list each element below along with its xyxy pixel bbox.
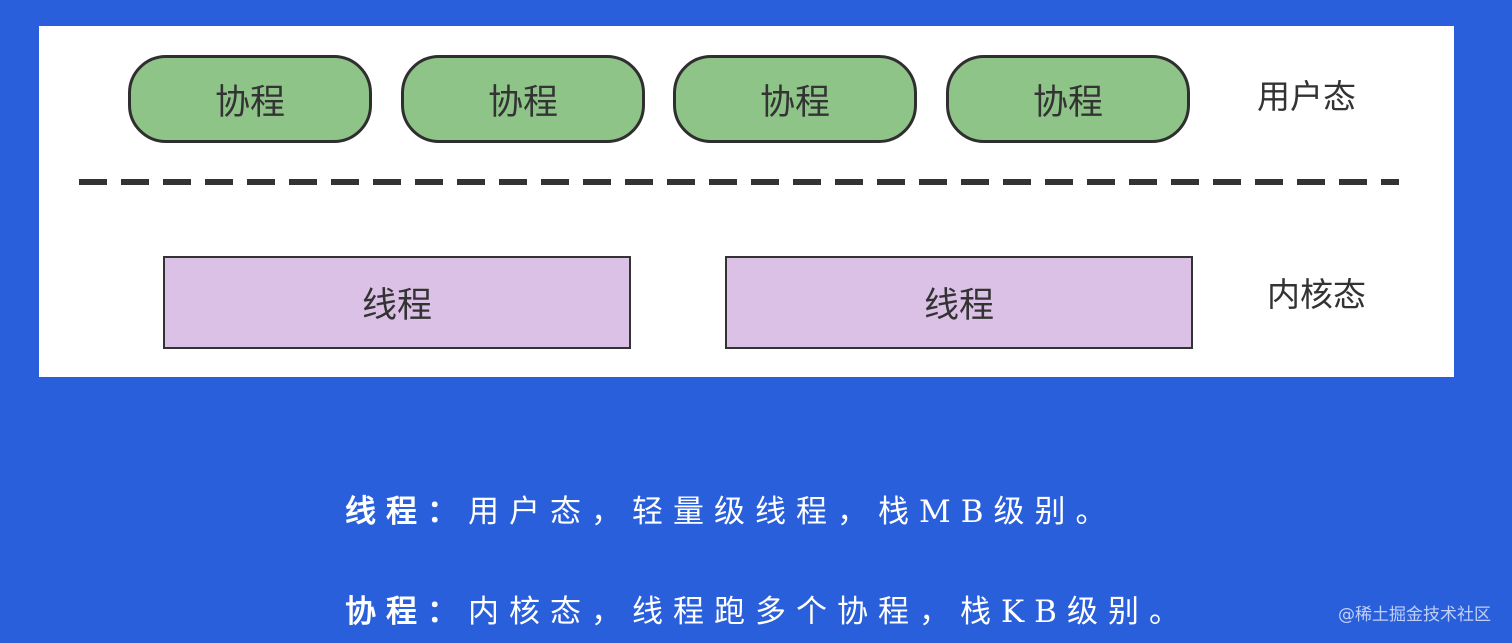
coroutine-label: 协程 xyxy=(1032,82,1103,123)
watermark: @稀土掘金技术社区 xyxy=(1338,605,1491,625)
coroutine-box: 协程 xyxy=(946,55,1190,143)
coroutine-box: 协程 xyxy=(401,55,645,143)
kernel-mode-label: 内核态 xyxy=(1267,275,1366,314)
coroutine-label: 协程 xyxy=(214,82,285,123)
thread-label: 线程 xyxy=(923,286,994,326)
caption-key: 线程： xyxy=(345,494,468,530)
thread-box: 线程 xyxy=(725,256,1193,349)
caption-thread: 线程：用户态，轻量级线程，栈MB级别。 xyxy=(345,486,1117,531)
caption-text: 用户态，轻量级线程，栈MB级别。 xyxy=(468,494,1117,530)
coroutine-box: 协程 xyxy=(673,55,917,143)
user-mode-label: 用户态 xyxy=(1257,77,1356,116)
thread-label: 线程 xyxy=(361,286,432,326)
diagram-panel: 协程 协程 协程 协程 用户态 线程 线程 内核态 xyxy=(39,26,1454,377)
coroutine-box: 协程 xyxy=(128,55,372,143)
mode-divider xyxy=(79,179,1399,185)
coroutine-label: 协程 xyxy=(487,82,558,123)
caption-coroutine: 协程：内核态，线程跑多个协程，栈KB级别。 xyxy=(345,586,1190,631)
coroutine-label: 协程 xyxy=(759,82,830,123)
caption-text: 内核态，线程跑多个协程，栈KB级别。 xyxy=(468,594,1190,630)
thread-box: 线程 xyxy=(163,256,631,349)
caption-key: 协程： xyxy=(345,594,468,630)
